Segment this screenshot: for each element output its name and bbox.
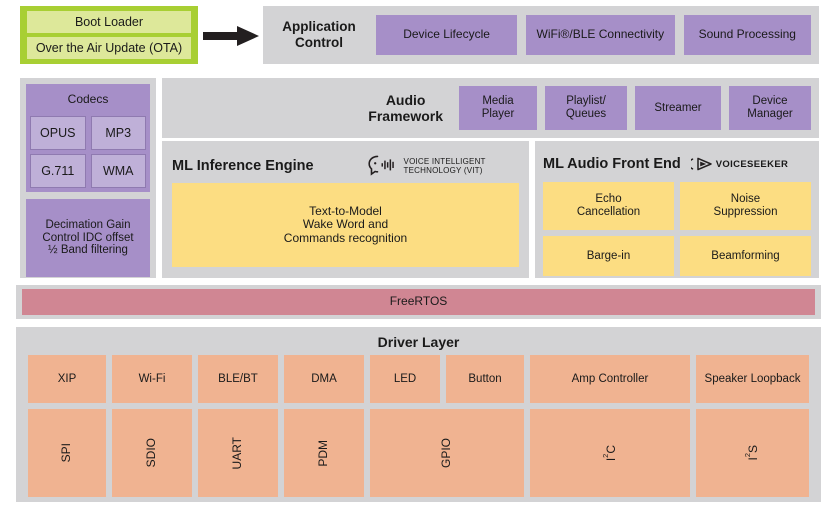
decimation-line1: Decimation Gain	[45, 218, 131, 231]
driver-spi-label: SPI	[59, 443, 74, 463]
driver-speaker-loopback-block[interactable]: Speaker Loopback	[696, 355, 809, 403]
codecs-title: Codecs	[67, 92, 109, 107]
voiceseeker-logo-text: VOICESEEKER	[715, 158, 789, 170]
freertos-block[interactable]: FreeRTOS	[22, 289, 815, 315]
driver-i2s-block[interactable]: I2S	[696, 409, 809, 497]
driver-sdio-label: SDIO	[144, 438, 159, 468]
codec-mp3-block[interactable]: MP3	[90, 116, 146, 150]
driver-pdm-label: PDM	[316, 439, 331, 467]
top-row: Boot Loader Over the Air Update (OTA) Ap…	[0, 6, 837, 66]
driver-layer-title: Driver Layer	[377, 334, 460, 351]
decimation-line3: ½ Band filtering	[48, 244, 128, 257]
device-manager-block[interactable]: Device Manager	[729, 86, 811, 130]
streamer-block[interactable]: Streamer	[635, 86, 721, 130]
ml-audio-front-end-grid: Echo Cancellation Noise Suppression Barg…	[543, 182, 811, 276]
echo-line2: Cancellation	[576, 206, 641, 218]
freertos-panel: FreeRTOS	[16, 285, 821, 319]
driver-i2c-block[interactable]: I2C	[530, 409, 690, 497]
driver-top-row: XIP Wi-Fi BLE/BT DMA LED Button Amp Cont…	[28, 355, 809, 403]
ota-update-block[interactable]: Over the Air Update (OTA)	[27, 37, 191, 59]
codecs-group: Codecs OPUS MP3 G.711 WMA	[26, 84, 150, 192]
voiceseeker-logo: VOICESEEKER	[690, 156, 789, 172]
ml-body-line1: Text-to-Model	[309, 203, 382, 218]
driver-uart-block[interactable]: UART	[198, 409, 278, 497]
ml-inference-header: ML Inference Engine VOICE INTELLIGENT	[172, 149, 519, 183]
vit-logo-text: VOICE INTELLIGENT TECHNOLOGY (VIT)	[404, 157, 486, 176]
sound-processing-block[interactable]: Sound Processing	[683, 15, 811, 55]
driver-gpio-block[interactable]: GPIO	[370, 409, 524, 497]
application-control-title: Application Control	[271, 19, 367, 50]
audio-framework-title-line1: Audio	[385, 91, 426, 108]
driver-led-block[interactable]: LED	[370, 355, 440, 403]
driver-pdm-block[interactable]: PDM	[284, 409, 364, 497]
driver-i2s-label: I2S	[743, 445, 761, 461]
audio-framework-title: Audio Framework	[368, 92, 443, 124]
playlist-line1: Playlist/	[566, 95, 606, 108]
driver-uart-label: UART	[230, 436, 245, 470]
codecs-panel: Codecs OPUS MP3 G.711 WMA Decimation Gai…	[20, 78, 156, 278]
driver-bottom-row: SPI SDIO UART PDM GPIO I2C I2S	[28, 409, 809, 497]
vit-logo: VOICE INTELLIGENT TECHNOLOGY (VIT)	[366, 155, 486, 177]
codecs-row-1: OPUS MP3	[30, 116, 146, 150]
voiceseeker-arrow-icon	[690, 157, 712, 171]
boot-loader-group: Boot Loader Over the Air Update (OTA)	[20, 6, 198, 64]
noise-suppression-block[interactable]: Noise Suppression	[680, 182, 811, 230]
ml-audio-front-end-panel: ML Audio Front End VOICESEEKER Echo Canc…	[535, 141, 819, 278]
media-player-line1: Media	[482, 95, 514, 108]
application-control-panel: Application Control Device Lifecycle WiF…	[263, 6, 819, 64]
beamforming-block[interactable]: Beamforming	[680, 236, 811, 276]
codecs-row-2: G.711 WMA	[30, 154, 146, 188]
flow-arrow-icon	[203, 26, 259, 46]
boot-loader-block[interactable]: Boot Loader	[27, 11, 191, 33]
driver-gpio-label: GPIO	[439, 437, 454, 468]
head-soundwave-icon	[367, 155, 394, 176]
audio-framework-panel: Audio Framework Media Player Playlist/ Q…	[162, 78, 819, 138]
driver-sdio-block[interactable]: SDIO	[112, 409, 192, 497]
audio-framework-title-line2: Framework	[368, 108, 443, 124]
media-player-block[interactable]: Media Player	[459, 86, 537, 130]
decimation-block[interactable]: Decimation Gain Control IDC offset ½ Ban…	[26, 199, 150, 277]
ml-inference-engine-panel: ML Inference Engine VOICE INTELLIGENT	[162, 141, 529, 278]
ml-inference-body-block[interactable]: Text-to-Model Wake Word and Commands rec…	[172, 183, 519, 267]
driver-ble-bt-block[interactable]: BLE/BT	[198, 355, 278, 403]
barge-in-block[interactable]: Barge-in	[543, 236, 674, 276]
driver-dma-block[interactable]: DMA	[284, 355, 364, 403]
driver-layer-panel: Driver Layer XIP Wi-Fi BLE/BT DMA LED Bu…	[16, 327, 821, 502]
noise-line1: Noise	[730, 193, 761, 206]
ml-inference-title: ML Inference Engine	[172, 158, 314, 174]
playlist-queues-block[interactable]: Playlist/ Queues	[545, 86, 627, 130]
wifi-ble-connectivity-block[interactable]: WiFi®/BLE Connectivity	[526, 15, 675, 55]
device-lifecycle-block[interactable]: Device Lifecycle	[376, 15, 518, 55]
driver-i2c-label: I2C	[600, 444, 618, 462]
ml-body-line2: Wake Word and	[302, 217, 389, 232]
driver-wifi-block[interactable]: Wi-Fi	[112, 355, 192, 403]
codec-opus-block[interactable]: OPUS	[30, 116, 86, 150]
vit-logo-line2: TECHNOLOGY (VIT)	[403, 166, 483, 175]
decimation-line2: Control IDC offset	[42, 231, 134, 244]
echo-line1: Echo	[595, 193, 622, 206]
device-manager-line2: Manager	[747, 108, 793, 120]
noise-line2: Suppression	[713, 206, 778, 218]
driver-xip-block[interactable]: XIP	[28, 355, 106, 403]
application-control-title-line1: Application	[282, 19, 356, 35]
driver-spi-block[interactable]: SPI	[28, 409, 106, 497]
ml-audio-front-end-title: ML Audio Front End	[543, 156, 681, 172]
media-player-line2: Player	[481, 108, 515, 120]
ml-body-line3: Commands recognition	[283, 230, 408, 245]
driver-button-block[interactable]: Button	[446, 355, 524, 403]
ml-audio-front-end-header: ML Audio Front End VOICESEEKER	[543, 149, 811, 179]
device-manager-line1: Device	[752, 95, 788, 108]
codec-g711-block[interactable]: G.711	[30, 154, 86, 188]
vit-logo-line1: VOICE INTELLIGENT	[403, 156, 486, 166]
playlist-line2: Queues	[565, 108, 607, 120]
driver-amp-controller-block[interactable]: Amp Controller	[530, 355, 690, 403]
echo-cancellation-block[interactable]: Echo Cancellation	[543, 182, 674, 230]
application-control-title-line2: Control	[295, 35, 343, 50]
codec-wma-block[interactable]: WMA	[90, 154, 146, 188]
